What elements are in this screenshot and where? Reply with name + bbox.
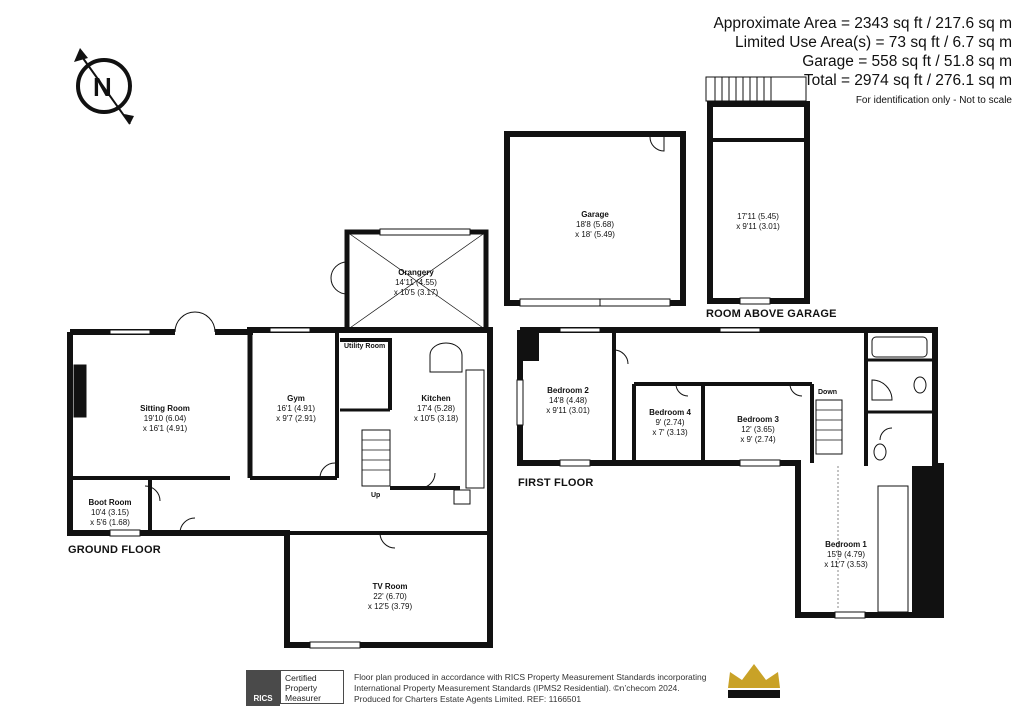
room-sitting: Sitting Room 19'10 (6.04) x 16'1 (4.91) — [140, 404, 190, 433]
room-orangery: Orangery 14'11 (4.55) x 10'5 (3.17) — [393, 268, 439, 297]
room-above-garage: 17'11 (5.45) x 9'11 (3.01) — [736, 212, 780, 231]
limited-use-area: Limited Use Area(s) = 73 sq ft / 6.7 sq … — [735, 34, 1012, 51]
certified-measurer-box: Certified Property Measurer — [280, 670, 344, 704]
above-garage-label: ROOM ABOVE GARAGE — [706, 308, 837, 320]
room-bedroom-1: Bedroom 1 15'9 (4.79) x 11'7 (3.53) — [824, 540, 868, 569]
room-tv: TV Room 22' (6.70) x 12'5 (3.79) — [367, 582, 413, 611]
room-bedroom-3: Bedroom 3 12' (3.65) x 9' (2.74) — [737, 415, 779, 444]
room-gym: Gym 16'1 (4.91) x 9'7 (2.91) — [276, 394, 316, 423]
garage-area: Garage = 558 sq ft / 51.8 sq m — [802, 53, 1012, 70]
rics-certified-badge: RICS Certified Property Measurer — [246, 670, 346, 706]
room-utility: Utility Room — [344, 343, 386, 350]
footer-disclaimer: Floor plan produced in accordance with R… — [354, 672, 707, 704]
room-garage: Garage 18'8 (5.68) x 18' (5.49) — [575, 210, 615, 239]
area-summary: Approximate Area = 2343 sq ft / 217.6 sq… — [713, 14, 1012, 106]
compass-icon — [74, 48, 134, 125]
rics-logo: RICS — [246, 670, 280, 706]
room-kitchen: Kitchen 17'4 (5.28) x 10'5 (3.18) — [413, 394, 459, 423]
total-area: Total = 2974 sq ft / 276.1 sq m — [803, 72, 1012, 89]
compass-north-letter: N — [93, 72, 112, 102]
ground-floor-label: GROUND FLOOR — [68, 544, 161, 556]
ground-floor-outline — [67, 228, 493, 649]
garage-outline — [504, 131, 686, 307]
crown-logo-icon — [728, 664, 780, 698]
room-bedroom-4: Bedroom 4 9' (2.74) x 7' (3.13) — [649, 408, 691, 437]
first-floor-label: FIRST FLOOR — [518, 477, 594, 489]
stairs-down-label: Down — [818, 389, 838, 396]
first-floor-outline — [516, 327, 944, 619]
above-garage-outline — [705, 76, 810, 305]
scale-note: For identification only - Not to scale — [855, 95, 1012, 106]
stairs-up-label: Up — [371, 492, 381, 499]
room-bedroom-2: Bedroom 2 14'8 (4.48) x 9'11 (3.01) — [546, 386, 590, 415]
approximate-area: Approximate Area = 2343 sq ft / 217.6 sq… — [713, 15, 1012, 32]
room-boot: Boot Room 10'4 (3.15) x 5'6 (1.68) — [88, 498, 132, 527]
